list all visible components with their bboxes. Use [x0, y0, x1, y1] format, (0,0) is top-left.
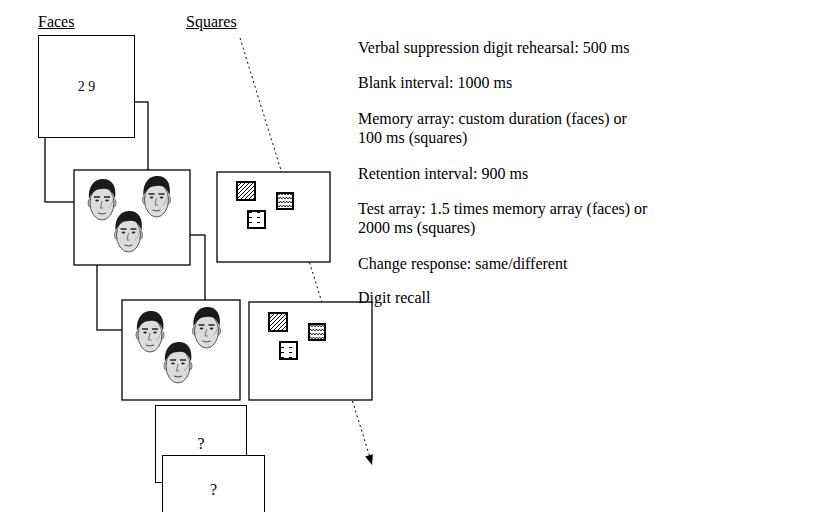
- column-heading: Faces: [38, 12, 74, 31]
- column-heading: Squares: [186, 12, 237, 31]
- phase-label: Change response: same/different: [358, 254, 567, 273]
- phase-label: Test array: 1.5 times memory array (face…: [358, 199, 647, 237]
- pattern-square: [309, 324, 325, 340]
- pattern-square: [248, 211, 265, 228]
- text-line: Memory array: custom duration (faces) or: [358, 109, 627, 128]
- square-frame: [217, 172, 330, 262]
- frame-text: ?: [197, 435, 204, 453]
- frame-text: 2 9: [78, 79, 96, 95]
- pattern-square: [237, 182, 255, 200]
- pattern-square: [269, 313, 287, 331]
- phase-label: Memory array: custom duration (faces) or…: [358, 109, 627, 147]
- phase-label: Retention interval: 900 ms: [358, 164, 528, 183]
- face-frame: [122, 300, 240, 400]
- face-image: [136, 311, 164, 352]
- square-frame: [249, 302, 372, 400]
- frame-text: ?: [210, 481, 217, 499]
- arrow-head: [365, 454, 373, 465]
- face-image: [164, 342, 192, 383]
- screen-frame: 2 9: [38, 35, 135, 138]
- face-image: [193, 307, 221, 348]
- face-image: [115, 211, 143, 252]
- face-image: [143, 176, 171, 217]
- pattern-square: [280, 342, 297, 359]
- phase-label: Verbal suppression digit rehearsal: 500 …: [358, 38, 630, 57]
- text-line: Test array: 1.5 times memory array (face…: [358, 199, 647, 218]
- face-image: [88, 179, 116, 220]
- text-line: 100 ms (squares): [358, 128, 627, 147]
- text-line: 2000 ms (squares): [358, 218, 647, 237]
- pattern-square: [277, 193, 293, 209]
- screen-frame: ?: [162, 455, 265, 512]
- phase-label: Digit recall: [358, 288, 430, 307]
- phase-label: Blank interval: 1000 ms: [358, 73, 512, 92]
- face-frame: [74, 170, 190, 265]
